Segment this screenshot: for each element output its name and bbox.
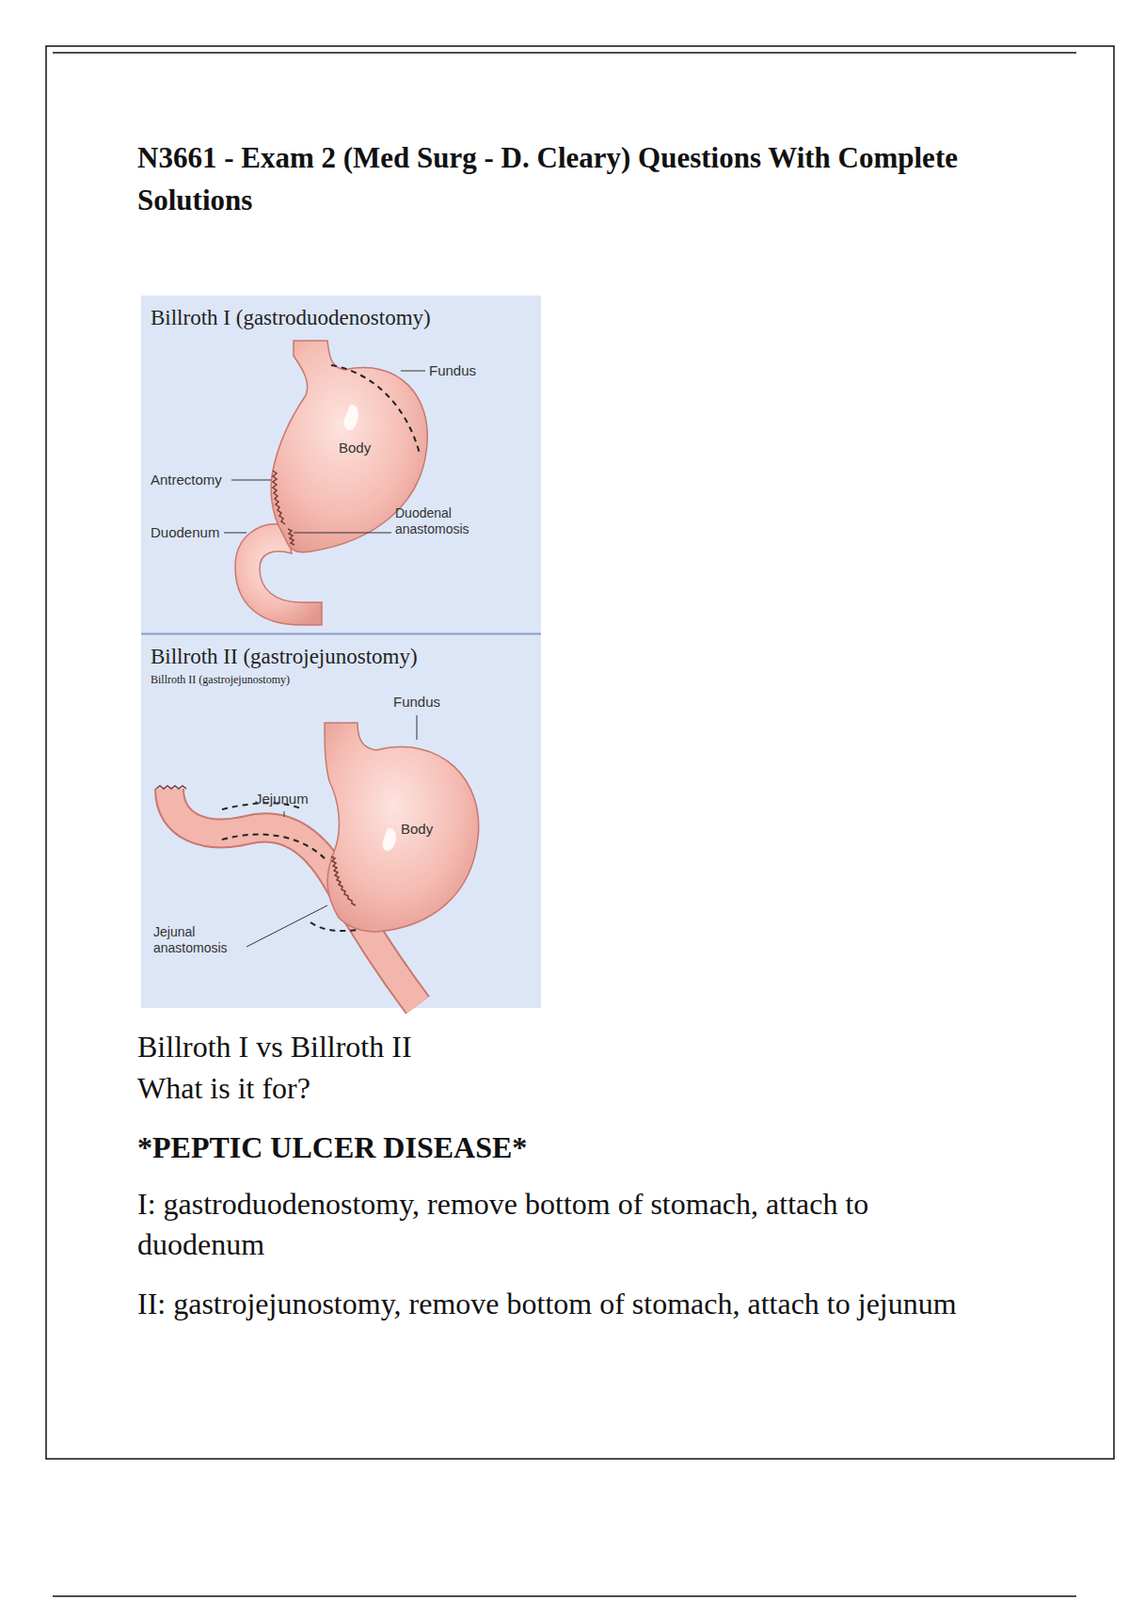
part-label: Antrectomy (150, 471, 223, 490)
leader-line (284, 810, 286, 817)
panel-heading: Billroth II (gastrojejunostomy) (150, 643, 418, 670)
part-label: Fundus (429, 362, 477, 381)
suture-line (287, 528, 295, 545)
suture-line (331, 856, 356, 906)
page-frame (46, 46, 1114, 1459)
part-label: Duodenal anastomosis (395, 505, 490, 538)
illustration-panel: Billroth I (gastroduodenostomy) (141, 295, 541, 634)
panel-heading: Billroth II (gastrojejunostomy) (150, 672, 290, 686)
leader-line (246, 905, 328, 947)
suture-line (272, 470, 286, 525)
leader-line (293, 532, 392, 534)
leader-line (400, 370, 426, 372)
jejunal-dashed-line (310, 922, 358, 931)
body-text: *PEPTIC ULCER DISEASE* (137, 1128, 985, 1166)
panel-divider (141, 633, 541, 636)
jejunal-dashed-line (222, 833, 325, 859)
stomach-drawing (270, 340, 428, 553)
document-title: N3661 - Exam 2 (Med Surg - D. Cleary) Qu… (137, 137, 1003, 223)
panel-ground (141, 295, 541, 634)
body-text: Billroth I vs Billroth II (137, 1027, 985, 1066)
jejunum-cut-end (156, 785, 187, 789)
panel-ground (141, 634, 541, 1008)
gastric-highlight (382, 827, 397, 851)
body-text: I: gastroduodenostomy, remove bottom of … (137, 1183, 985, 1265)
top-rule (52, 51, 1077, 54)
leader-line (223, 532, 247, 534)
part-label: Jejunum (254, 790, 309, 809)
part-label: Body (338, 439, 371, 458)
bottom-rule (52, 1594, 1077, 1597)
part-label: Jejunal anastomosis (153, 923, 248, 956)
gastric-highlight (344, 404, 359, 430)
part-label: Duodenum (150, 524, 220, 542)
body-text: What is it for? (137, 1068, 985, 1107)
panel-heading: Billroth I (gastroduodenostomy) (150, 304, 431, 332)
leader-line (231, 479, 271, 481)
leader-line (416, 715, 418, 740)
body-text: II: gastrojejunostomy, remove bottom of … (137, 1283, 985, 1324)
stomach-drawing (324, 722, 479, 932)
part-label: Body (400, 820, 433, 839)
part-label: Fundus (393, 693, 441, 712)
